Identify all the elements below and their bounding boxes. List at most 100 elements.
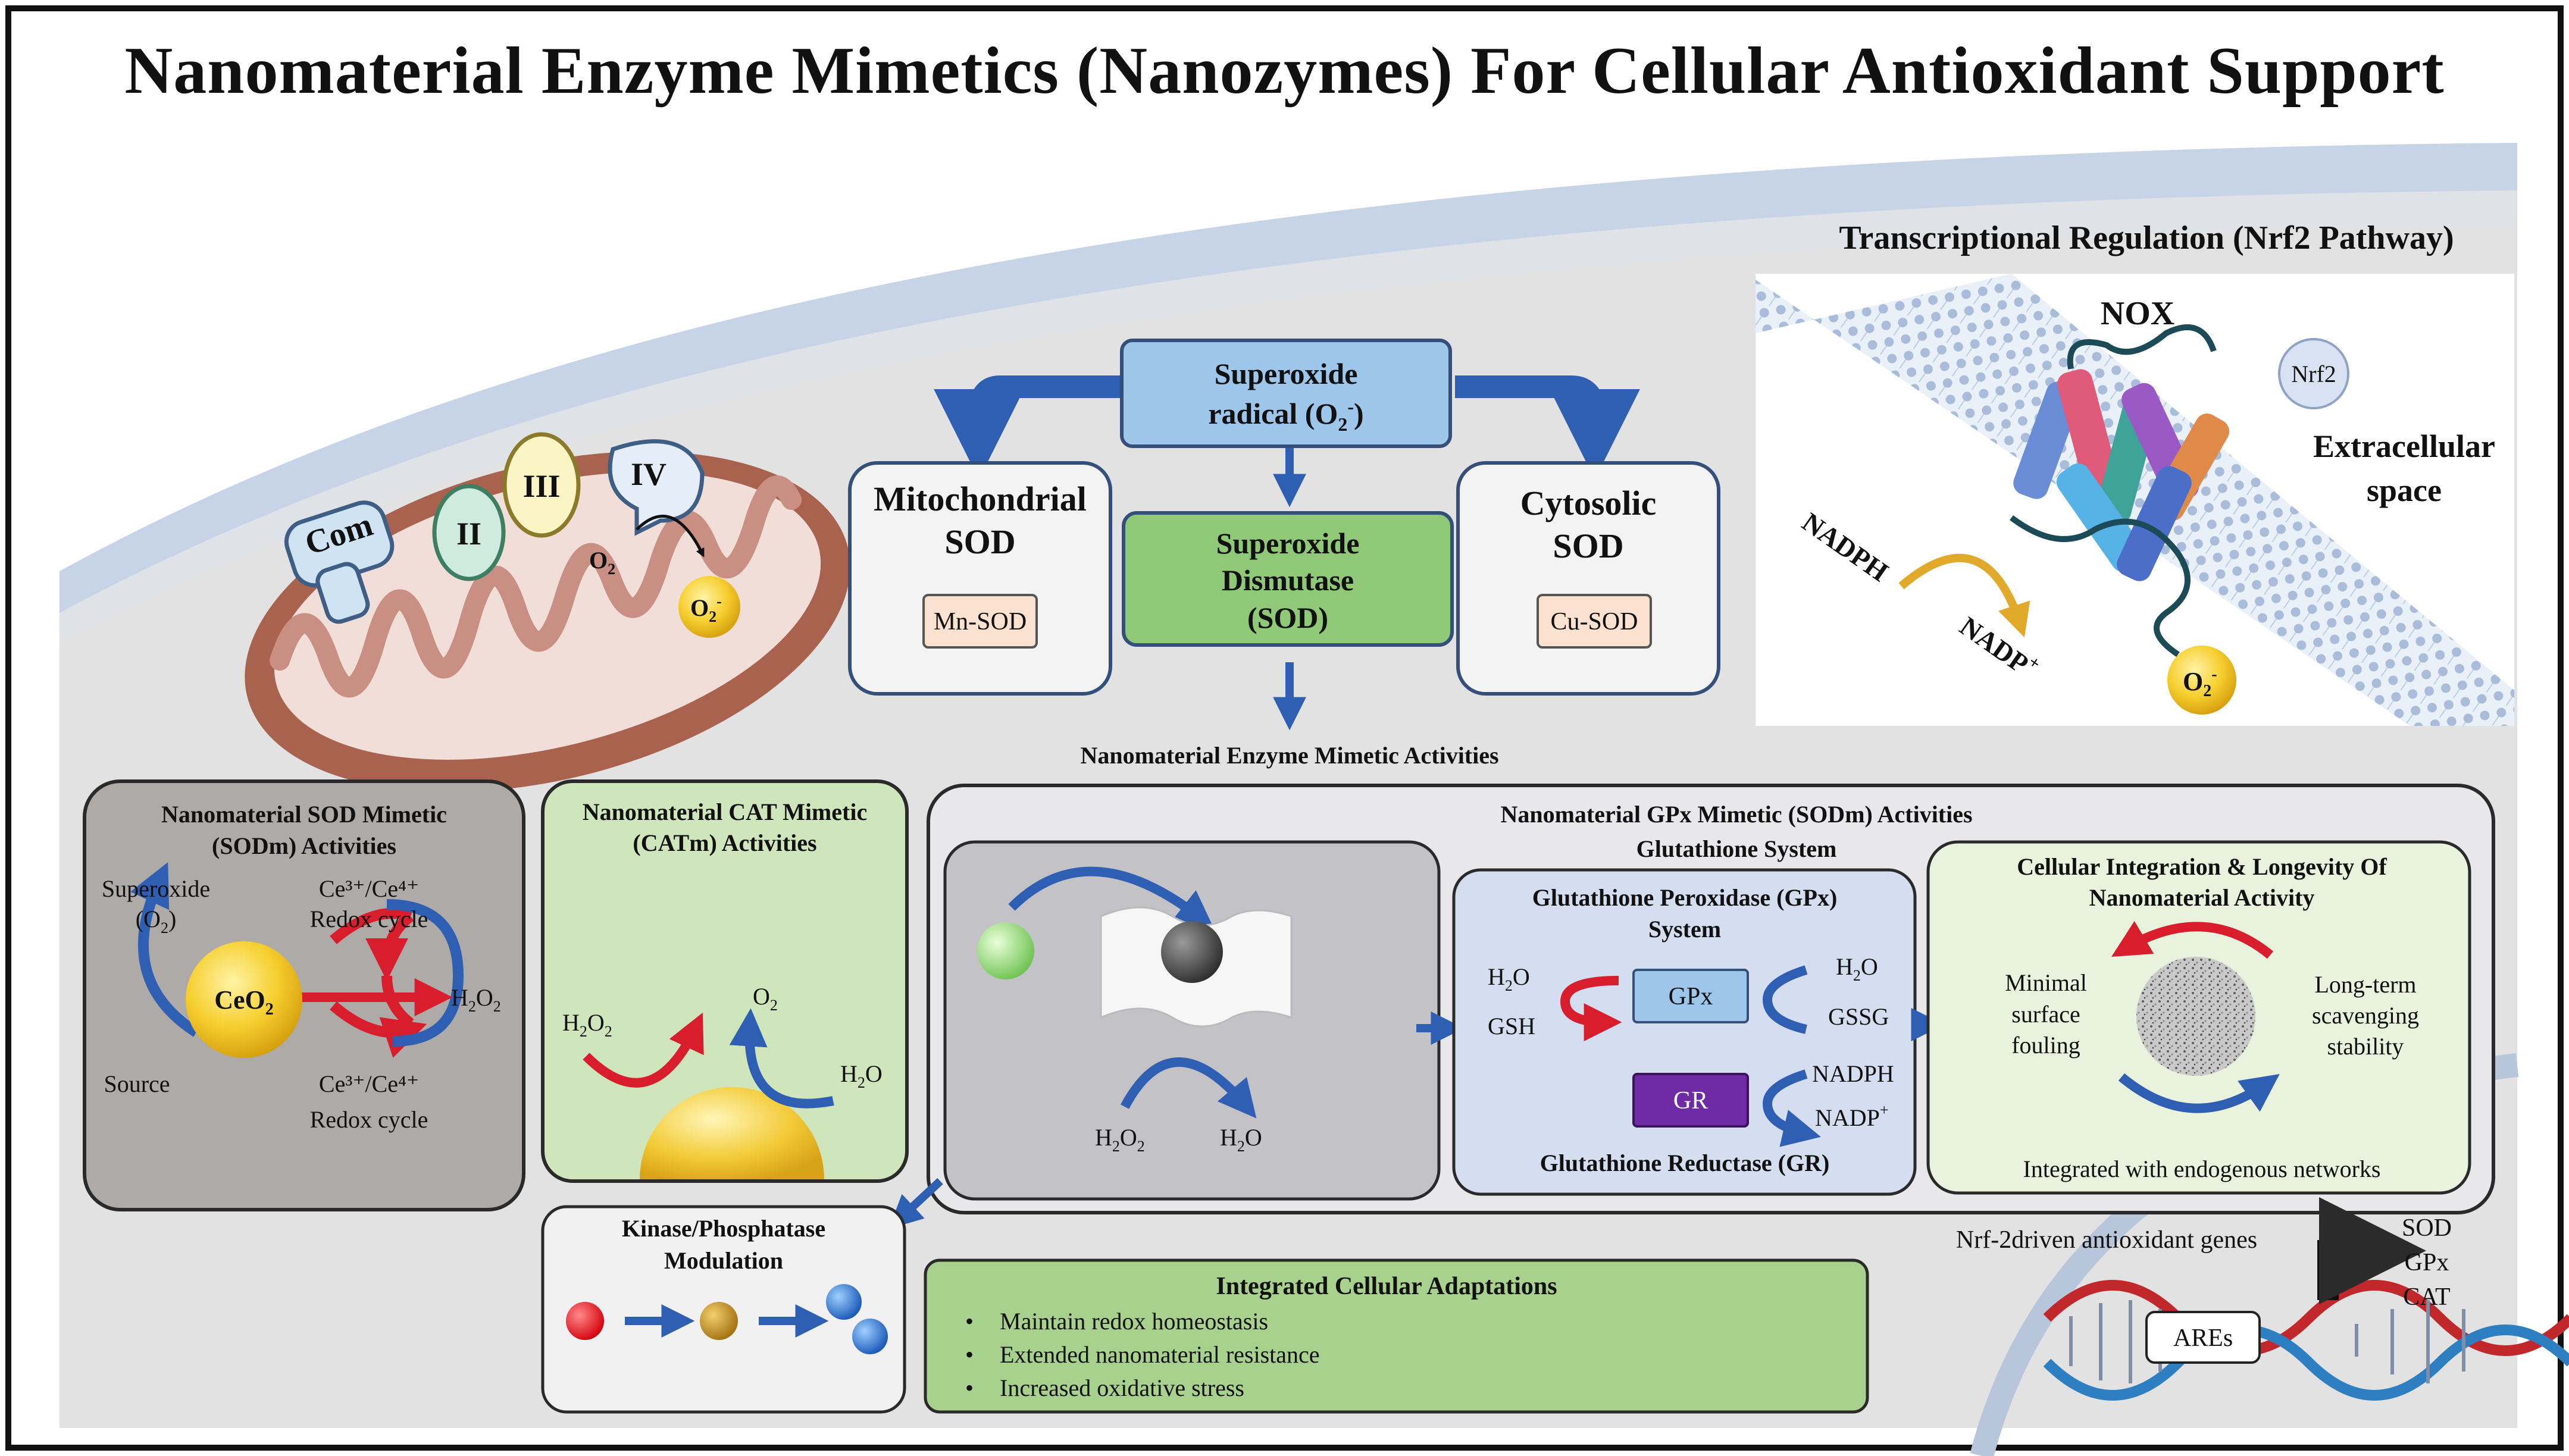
sodm-cycle-bottom-line1: Ce³⁺/Ce⁴⁺ xyxy=(319,1070,419,1097)
integration-red-arrow xyxy=(2111,920,2274,959)
mitochondrion-inner xyxy=(274,472,821,760)
mn-sod-chip xyxy=(922,594,1038,649)
gpx-gssg-label: GSSG xyxy=(1828,1003,1889,1030)
gpx-gsh-label: GSH xyxy=(1488,1013,1535,1039)
gr-nadp-label: NADP+ xyxy=(1815,1101,1889,1131)
sodm-cycle-top-line1: Ce³⁺/Ce⁴⁺ xyxy=(319,875,419,902)
nanomaterial-activities-label: Nanomaterial Enzyme Mimetic Activities xyxy=(1080,742,1498,769)
cu-sod-chip xyxy=(1537,594,1652,649)
sodm-source-label: Source xyxy=(104,1070,170,1097)
gene-gpx: GPx xyxy=(2405,1249,2449,1276)
integration-right-line2: scavenging xyxy=(2312,1002,2419,1029)
arrow-to-cyto-sod xyxy=(1455,375,1640,480)
catm-red-arrow xyxy=(583,1012,704,1088)
mito-o2-label: O2 xyxy=(589,547,615,578)
complex-iv xyxy=(608,439,705,536)
gr-blue-arrow xyxy=(1762,1069,1821,1147)
sodm-cycle-bottom-line2: Redox cycle xyxy=(310,1106,428,1133)
adaptations-list: Maintain redox homeostasis Extended nano… xyxy=(958,1305,1320,1405)
extracellular-line1: Extracellular xyxy=(2313,428,2495,464)
mn-sod-label: Mn-SOD xyxy=(934,608,1027,635)
integration-right-line1: Long-term xyxy=(2314,971,2416,998)
genes-label: Nrf-2driven antioxidant genes xyxy=(1956,1226,2257,1254)
arrow-to-mito-sod xyxy=(934,375,1122,480)
sod-line2: Dismutase xyxy=(1222,563,1354,597)
extracellular-line2: space xyxy=(2367,472,2442,508)
nadph-arrow xyxy=(1898,553,2030,638)
sod-line1: Superoxide xyxy=(1216,527,1360,560)
sodm-cycle-top-line2: Redox cycle xyxy=(310,906,428,932)
catm-o2-label: O2 xyxy=(753,983,778,1014)
complex-iii-label: III xyxy=(522,468,560,504)
nox-protein xyxy=(2010,324,2230,657)
sod-box xyxy=(1122,511,1454,647)
sodm-title-line1: Nanomaterial SOD Mimetic xyxy=(161,801,447,828)
arrow-to-kinase xyxy=(888,1178,943,1229)
integration-left-line3: fouling xyxy=(2011,1032,2080,1059)
gpxm-dark-particle xyxy=(1161,921,1223,983)
mitochondrion xyxy=(245,432,850,793)
gpx-h2o-right-label: H2O xyxy=(1836,953,1878,984)
mito-sod-line2: SOD xyxy=(944,522,1015,561)
adaptations-title: Integrated Cellular Adaptations xyxy=(1216,1273,1557,1300)
superoxide-node xyxy=(1120,339,1452,448)
gpxm-arrow-h2o2 xyxy=(1120,1057,1257,1119)
integration-right-line3: stability xyxy=(2327,1033,2404,1060)
cyto-sod-line1: Cytosolic xyxy=(1520,484,1657,522)
integration-left-line2: surface xyxy=(2011,1001,2080,1028)
gpx-blue-arrow xyxy=(1762,965,1808,1034)
gpx-enzyme-box xyxy=(1632,969,1749,1023)
ceo2-label: CeO2 xyxy=(214,985,274,1019)
gpxm-title: Nanomaterial GPx Mimetic (SODm) Activiti… xyxy=(1500,801,1972,828)
sodm-red-top-left xyxy=(330,908,412,944)
nrf2-panel xyxy=(1756,274,2514,726)
mito-superoxide-label: O2- xyxy=(690,593,722,625)
sodm-superoxide-line1: Superoxide xyxy=(102,875,210,902)
gpxm-h2o2-label: H2O2 xyxy=(1095,1124,1145,1155)
complex-ii-label: II xyxy=(456,516,481,552)
gpx-enzyme-label: GPx xyxy=(1669,983,1713,1010)
kinase-blue-dot-1 xyxy=(826,1284,862,1320)
gpxm-h2o-label: H2O xyxy=(1220,1124,1262,1155)
nrf2-panel-title: Transcriptional Regulation (Nrf2 Pathway… xyxy=(1839,220,2454,256)
cyto-sod-box xyxy=(1456,461,1720,696)
sodm-arrow-superoxide xyxy=(130,862,199,1037)
adaptation-item: Maintain redox homeostasis xyxy=(958,1305,1320,1338)
ares-label: AREs xyxy=(2173,1325,2233,1352)
nrf2-membrane xyxy=(1756,274,2514,726)
sod-line3: (SOD) xyxy=(1247,601,1328,634)
sodm-blue-loop xyxy=(386,899,464,1047)
superoxide-node-line1: Superoxide xyxy=(1215,357,1358,390)
mito-sod-line1: Mitochondrial xyxy=(874,480,1087,518)
nox-superoxide-bubble xyxy=(2167,646,2236,715)
kinase-red-dot xyxy=(566,1302,604,1340)
gpx-red-arrow xyxy=(1560,976,1622,1041)
adaptation-item: Increased oxidative stress xyxy=(958,1372,1320,1405)
integration-blue-arrow xyxy=(2118,1073,2280,1113)
catm-title-line2: (CATm) Activities xyxy=(633,829,816,856)
integration-particle xyxy=(2136,957,2255,1076)
nrf2-bubble xyxy=(2278,338,2349,409)
catm-h2o2-label: H2O2 xyxy=(562,1009,612,1040)
superoxide-node-line2: radical (O2-) xyxy=(1208,396,1363,435)
complex-com xyxy=(284,500,395,624)
kinase-title-line2: Modulation xyxy=(664,1247,783,1274)
gene-expression-arrow xyxy=(2317,1197,2426,1304)
sodm-red-top-right xyxy=(365,912,414,981)
kinase-gold-dot xyxy=(700,1302,738,1340)
gpxm-green-particle xyxy=(977,922,1034,979)
ceo2-particle xyxy=(186,941,302,1058)
ares-box xyxy=(2145,1311,2261,1364)
catm-title-line1: Nanomaterial CAT Mimetic xyxy=(583,799,867,825)
o2-reduction-arrow xyxy=(636,515,705,558)
catm-particle xyxy=(640,1087,824,1179)
integration-title-line2: Nanomaterial Activity xyxy=(2089,884,2315,911)
dna-helix xyxy=(2043,1280,2569,1401)
kinase-title-line1: Kinase/Phosphatase xyxy=(622,1215,825,1242)
catm-h2o-label: H2O xyxy=(840,1060,883,1091)
gene-sod: SOD xyxy=(2402,1214,2452,1242)
page-title: Nanomaterial Enzyme Mimetics (Nanozymes)… xyxy=(124,34,2445,108)
kinase-blue-dot-2 xyxy=(852,1319,888,1354)
mito-superoxide-bubble xyxy=(678,576,740,638)
